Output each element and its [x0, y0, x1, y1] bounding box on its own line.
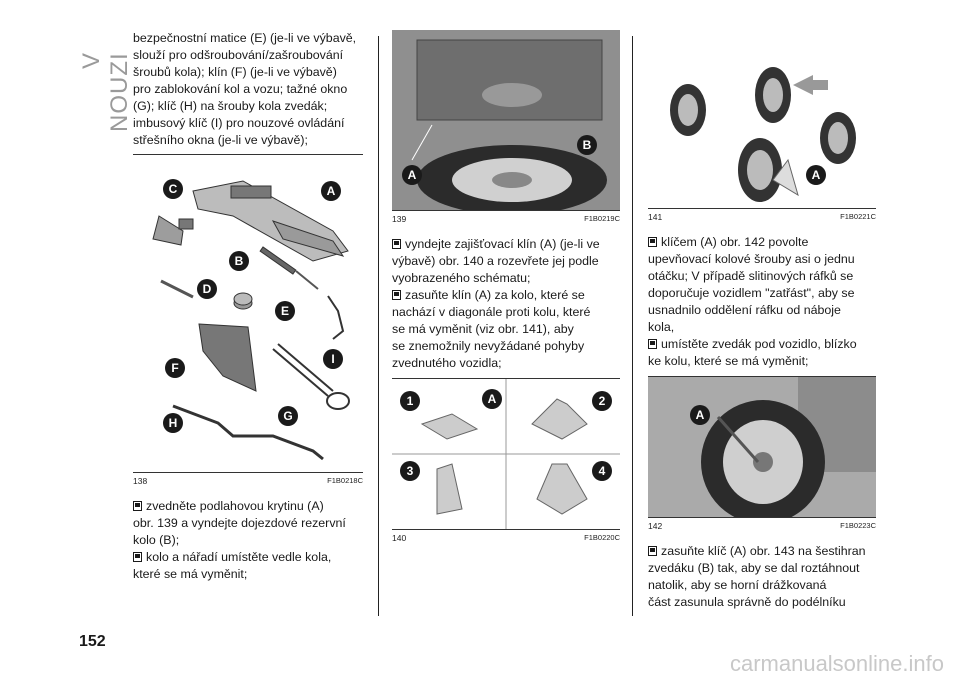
- fig-label-b: B: [583, 138, 592, 152]
- label-marker: [197, 279, 217, 299]
- label-marker: [402, 165, 422, 185]
- page-number: 152: [79, 633, 106, 650]
- label-marker: [323, 349, 343, 369]
- fig-label-i: I: [331, 352, 334, 366]
- wedge-steps-illustration: 1 A 2 3 4: [392, 379, 620, 529]
- figure-caption: 142 F1B0223C: [648, 521, 876, 531]
- step-text: zvedněte podlahovou krytinu (A) obr. 139…: [133, 499, 346, 581]
- figure-number: 138: [133, 476, 148, 486]
- figure-number: 141: [648, 212, 663, 222]
- label-marker: [577, 135, 597, 155]
- figure-code: F1B0220C: [584, 533, 620, 542]
- step-marker-icon: [133, 499, 142, 511]
- label-marker: [592, 391, 612, 411]
- figure-139: A B 139 F1B0219C: [392, 30, 620, 224]
- wrench-on-wheel-illustration: A: [648, 377, 876, 517]
- wheels-wedge-illustration: A: [670, 67, 856, 202]
- socket-icon: [152, 215, 194, 246]
- figure-code: F1B0219C: [584, 214, 620, 223]
- spare-wheel-illustration: A B: [392, 30, 620, 210]
- fig-label-f: F: [171, 361, 178, 375]
- intro-text: bezpečnostní matice (E) (je-li ve výbavě…: [133, 31, 357, 147]
- hex-key-icon: [327, 295, 345, 340]
- step-text: zasuňte klíč (A) obr. 143 na šestihran z…: [648, 544, 866, 609]
- fig-label-a: A: [327, 184, 336, 198]
- label-marker: [482, 389, 502, 409]
- fig-label-b: B: [235, 254, 244, 268]
- label-marker: [165, 358, 185, 378]
- figure-code: F1B0221C: [840, 212, 876, 221]
- figure-code: F1B0218C: [327, 476, 363, 485]
- label-marker: [229, 251, 249, 271]
- section-title: V NOUZI: [78, 52, 133, 132]
- wedge-icon: [772, 158, 799, 197]
- screwdriver-icon: [259, 246, 319, 290]
- fig-label-a: A: [488, 392, 497, 406]
- step-marker-icon: [392, 237, 401, 249]
- figure-140: 1 A 2 3 4 140 F1B0220C: [392, 378, 620, 543]
- label-marker: [275, 301, 295, 321]
- arrow-icon: [793, 75, 828, 95]
- step-marker-icon: [392, 288, 401, 300]
- column-divider: [632, 36, 633, 616]
- label-marker: [400, 391, 420, 411]
- fig-label-e: E: [281, 304, 289, 318]
- figure-138: C A B D E F I G H 138 F1B0218C: [133, 154, 363, 486]
- label-marker: [278, 406, 298, 426]
- step-text: klíčem (A) obr. 142 povolte upevňovací k…: [648, 235, 857, 368]
- label-marker: [321, 181, 341, 201]
- fig-label-c: C: [169, 182, 178, 196]
- column-1: bezpečnostní matice (E) (je-li ve výbavě…: [133, 30, 363, 583]
- step-marker-icon: [133, 550, 142, 562]
- fig-label-a: A: [696, 408, 705, 422]
- jack-icon: [192, 180, 349, 262]
- label-marker: [592, 461, 612, 481]
- step-number-2: 2: [599, 394, 606, 408]
- watermark: carmanualsonline.info: [729, 651, 944, 676]
- step-number-1: 1: [407, 394, 414, 408]
- towing-eye-icon: [272, 343, 350, 410]
- wrench-icon: [172, 404, 324, 461]
- figure-caption: 141 F1B0221C: [648, 212, 876, 222]
- figure-code: F1B0223C: [840, 521, 876, 530]
- label-marker: [163, 179, 183, 199]
- label-marker: [806, 165, 826, 185]
- nut-icon: [233, 292, 253, 310]
- figure-caption: 139 F1B0219C: [392, 214, 620, 224]
- figure-caption: 138 F1B0218C: [133, 476, 363, 486]
- fig-label-h: H: [169, 416, 178, 430]
- tire-icon: [670, 67, 856, 202]
- label-marker: [163, 413, 183, 433]
- step-marker-icon: [648, 235, 657, 247]
- figure-caption: 140 F1B0220C: [392, 533, 620, 543]
- tool-kit-illustration: C A B D E F I G H: [152, 179, 350, 461]
- figure-number: 139: [392, 214, 407, 224]
- column-2: A B 139 F1B0219C vyndejte zajišťovací kl…: [392, 30, 620, 543]
- column-divider: [378, 36, 379, 616]
- step-marker-icon: [648, 544, 657, 556]
- label-marker: [690, 405, 710, 425]
- label-marker: [400, 461, 420, 481]
- rod-icon: [160, 279, 194, 299]
- wedge-icon: [198, 323, 257, 392]
- fig-label-a: A: [812, 168, 821, 182]
- wrench-icon: [716, 416, 760, 463]
- figure-number: 142: [648, 521, 663, 531]
- figure-number: 140: [392, 533, 407, 543]
- step-number-3: 3: [407, 464, 414, 478]
- fig-label-a: A: [408, 168, 417, 182]
- fig-label-d: D: [203, 282, 212, 296]
- figure-142: A 142 F1B0223C: [648, 376, 876, 531]
- fig-label-g: G: [283, 409, 292, 423]
- step-marker-icon: [648, 337, 657, 349]
- step-number-4: 4: [599, 464, 606, 478]
- column-3: A 141 F1B0221C klíčem (A) obr. 142 povol…: [648, 30, 876, 611]
- step-text: vyndejte zajišťovací klín (A) (je-li ve …: [392, 237, 600, 370]
- figure-141: A 141 F1B0221C: [648, 30, 876, 222]
